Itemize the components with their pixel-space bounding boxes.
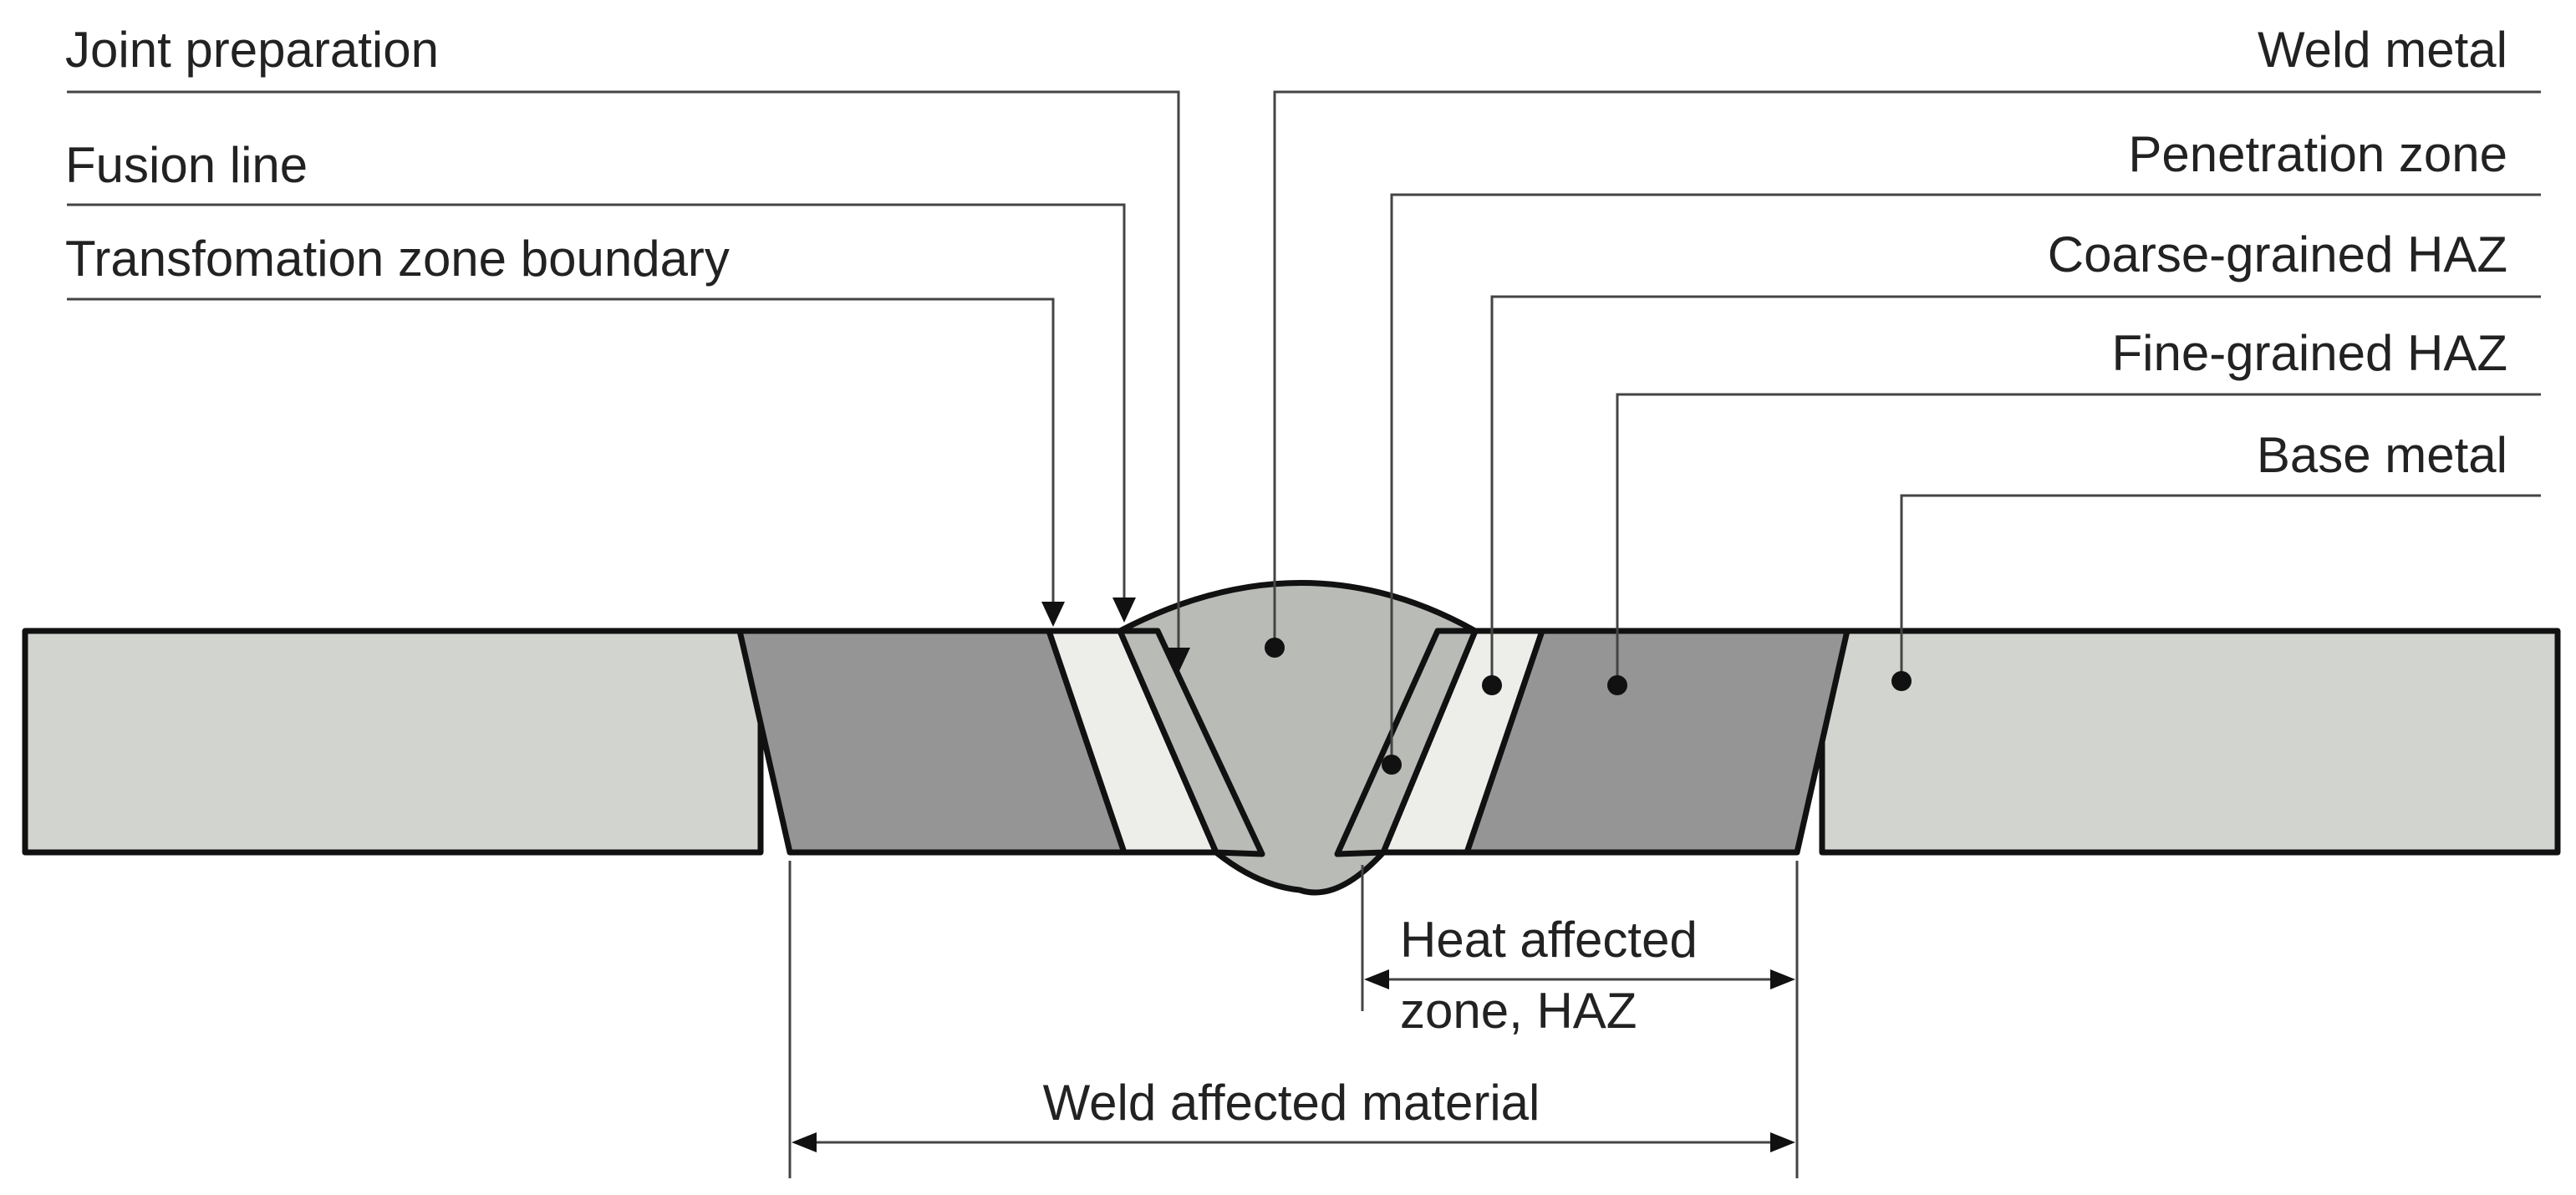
label-weld-affected-material: Weld affected material bbox=[1043, 1075, 1540, 1131]
label-coarse-grained-haz: Coarse-grained HAZ bbox=[2048, 226, 2507, 282]
weld-metal-leader bbox=[1273, 90, 2541, 648]
label-heat-affected-zone-line1: Heat affected bbox=[1400, 912, 1698, 968]
weld-affected-arrow-right-icon bbox=[1770, 1132, 1795, 1152]
fine-grained-haz-leader bbox=[1616, 393, 2541, 685]
fusion-line-leader bbox=[67, 203, 1126, 610]
label-joint-preparation: Joint preparation bbox=[65, 22, 439, 78]
right-leaders bbox=[1265, 90, 2541, 775]
haz-arrow-right-icon bbox=[1770, 969, 1795, 989]
penetration-zone-leader bbox=[1390, 193, 2541, 765]
weld-affected-arrow-left-icon bbox=[792, 1132, 817, 1152]
transformation-zone-leader bbox=[67, 297, 1055, 614]
joint-preparation-leader bbox=[67, 90, 1180, 660]
weld-metal-dot bbox=[1265, 638, 1285, 658]
base-metal-dot bbox=[1891, 671, 1912, 691]
penetration-zone-left bbox=[1117, 628, 1265, 857]
penetration-zone-dot bbox=[1382, 755, 1402, 775]
joint-preparation-arrow-icon bbox=[1167, 648, 1190, 673]
label-fusion-line: Fusion line bbox=[65, 137, 308, 193]
label-heat-affected-zone-line2: zone, HAZ bbox=[1400, 983, 1637, 1039]
base-metal-leader bbox=[1900, 494, 2541, 681]
labels: Joint preparation Fusion line Transfomat… bbox=[65, 22, 2507, 1131]
label-base-metal: Base metal bbox=[2257, 427, 2507, 483]
fusion-line-arrow-icon bbox=[1112, 598, 1136, 623]
label-weld-metal: Weld metal bbox=[2258, 22, 2507, 78]
coarse-grained-haz-leader bbox=[1490, 295, 2541, 685]
label-transformation-zone-boundary: Transfomation zone boundary bbox=[65, 231, 730, 287]
penetration-zone-right bbox=[1334, 628, 1479, 857]
base-metal-right bbox=[1819, 628, 2561, 856]
label-fine-grained-haz: Fine-grained HAZ bbox=[2111, 325, 2507, 381]
left-leaders bbox=[67, 90, 1190, 673]
dimension-lines bbox=[788, 861, 1799, 1178]
transformation-zone-arrow-icon bbox=[1041, 602, 1065, 627]
fine-grained-haz-dot bbox=[1607, 675, 1627, 695]
coarse-grained-haz-dot bbox=[1482, 675, 1502, 695]
label-penetration-zone: Penetration zone bbox=[2128, 126, 2507, 182]
weld-cross-section bbox=[22, 580, 2561, 896]
base-metal-left bbox=[22, 628, 764, 856]
haz-arrow-left-icon bbox=[1364, 969, 1389, 989]
